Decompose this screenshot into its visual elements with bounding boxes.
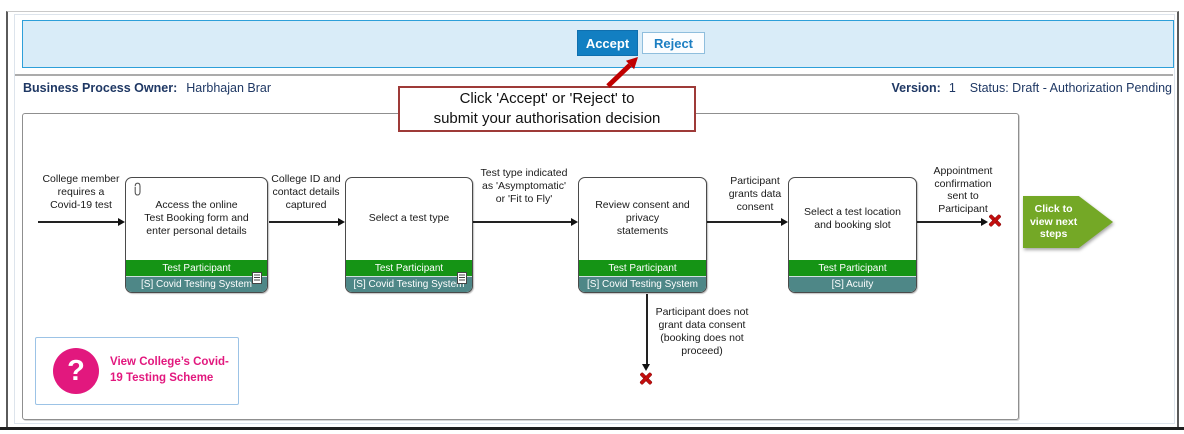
- flow-label-consent-granted: Participant grants data consent: [728, 175, 782, 213]
- reject-button[interactable]: Reject: [642, 32, 705, 54]
- window-frame: [6, 11, 1179, 427]
- process-owner: Business Process Owner: Harbhajan Brar: [23, 81, 271, 95]
- process-step-select-location[interactable]: Select a test location and booking slot …: [788, 177, 917, 293]
- flow-label-confirmation-sent: Appointment confirmation sent to Partici…: [933, 165, 993, 215]
- flow-connector: [38, 221, 118, 223]
- branch-connector: [646, 294, 648, 364]
- help-link-label: View College’s Covid- 19 Testing Scheme: [110, 356, 229, 384]
- process-owner-name: Harbhajan Brar: [186, 81, 271, 95]
- content-frame: [14, 14, 1175, 424]
- arrowhead-icon: [571, 217, 578, 226]
- red-arrow-icon: [606, 57, 638, 88]
- accept-button[interactable]: Accept: [577, 30, 638, 56]
- role-band: Test Participant: [346, 259, 472, 276]
- process-end-x-icon: [988, 214, 1002, 228]
- pentagon-arrow-shape: Click to view next steps: [1023, 196, 1113, 248]
- flow-label-start-event: College member requires a Covid-19 test: [42, 173, 120, 211]
- document-icon: [252, 271, 262, 289]
- role-band: Test Participant: [579, 259, 706, 276]
- arrowhead-icon: [338, 217, 345, 226]
- question-mark-icon: ?: [53, 348, 99, 394]
- flow-connector: [917, 221, 985, 223]
- help-link-box[interactable]: ? View College’s Covid- 19 Testing Schem…: [35, 337, 239, 405]
- window-bottom-edge: [0, 427, 1184, 430]
- process-step-text: Access the online Test Booking form and …: [144, 199, 249, 237]
- flow-label-no-consent: Participant does not grant data consent …: [655, 306, 749, 357]
- status-text: Status: Draft - Authorization Pending: [969, 81, 1172, 95]
- process-step-booking-form[interactable]: Access the online Test Booking form and …: [125, 177, 268, 293]
- paperclip-icon: [132, 182, 143, 201]
- system-band: [S] Acuity: [789, 276, 916, 292]
- next-steps-arrow-button[interactable]: Click to view next steps: [1023, 196, 1113, 248]
- role-band: Test Participant: [789, 259, 916, 276]
- process-step-review-consent[interactable]: Review consent and privacy statements Te…: [578, 177, 707, 293]
- version-status: Version: 1 Status: Draft - Authorization P…: [892, 81, 1172, 95]
- authorisation-callout: Click 'Accept' or 'Reject' to submit you…: [398, 86, 696, 132]
- flow-label-details-captured: College ID and contact details captured: [271, 173, 341, 211]
- flow-connector: [707, 221, 781, 223]
- version-value: 1: [948, 81, 956, 95]
- arrowhead-down-icon: [642, 364, 650, 371]
- arrowhead-icon: [781, 217, 788, 226]
- header-divider: [15, 74, 1173, 76]
- arrowhead-icon: [118, 217, 125, 226]
- system-band: [S] Covid Testing System: [126, 276, 267, 292]
- process-step-text: Select a test type: [368, 212, 450, 224]
- document-icon: [457, 271, 467, 289]
- process-step-select-test-type[interactable]: Select a test type Test Participant [S] …: [345, 177, 473, 293]
- arrowhead-icon: [981, 217, 988, 226]
- version-label: Version:: [891, 81, 941, 95]
- next-steps-label: Click to view next steps: [1029, 203, 1078, 241]
- system-band: [S] Covid Testing System: [346, 276, 472, 292]
- process-step-text: Select a test location and booking slot: [804, 205, 901, 231]
- role-band: Test Participant: [126, 259, 267, 276]
- flow-connector: [473, 221, 571, 223]
- flow-connector: [269, 221, 338, 223]
- process-owner-label: Business Process Owner:: [23, 81, 178, 95]
- system-band: [S] Covid Testing System: [579, 276, 706, 292]
- process-end-x-icon: [639, 372, 653, 386]
- flow-label-test-type: Test type indicated as 'Asymptomatic' or…: [480, 167, 568, 205]
- process-step-text: Review consent and privacy statements: [595, 199, 690, 237]
